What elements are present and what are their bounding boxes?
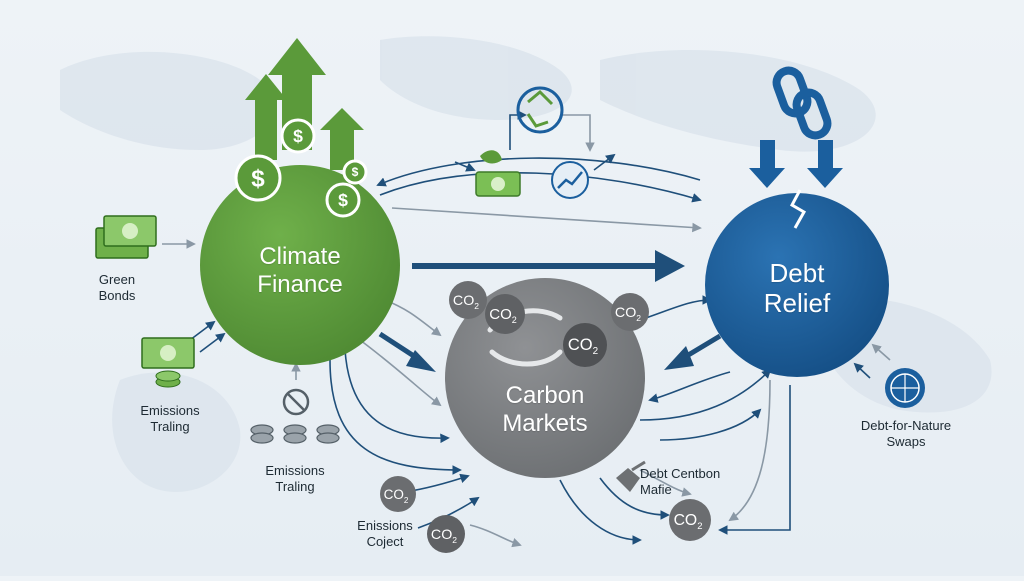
debt-for-nature-line1: Debt-for-Nature [860, 418, 952, 433]
climate-finance-line1: Climate [259, 243, 341, 270]
dollar-sign: $ [352, 165, 359, 179]
carbon-markets-label: Carbon Markets [490, 382, 600, 438]
debt-relief-hub [705, 193, 889, 377]
carbon-markets-line2: Markets [502, 410, 588, 437]
co2-bubble-icon [427, 515, 465, 553]
connector-arrow [728, 379, 771, 522]
coin-stacks-icon [250, 424, 340, 444]
dollar-coin-icon [234, 154, 282, 202]
connector-arrow [376, 157, 701, 187]
climate-finance-label: Climate Finance [250, 243, 350, 299]
debt-centon-line1: Debt Centbon [640, 466, 721, 481]
recycle-icon [516, 86, 564, 134]
emissions-trading-bottom-line2: Traling [275, 479, 315, 494]
connector-arrow [329, 359, 462, 475]
connector-arrow [359, 339, 442, 407]
debt-centon-label: Debt Centbon Mafie [640, 466, 750, 498]
co2-bubble-icon [485, 294, 525, 334]
main-flow-arrows [378, 250, 722, 372]
dollar-coins: $ $ $ $ [234, 118, 368, 218]
growth-arrows-icon [245, 38, 364, 170]
connector-arrow [344, 349, 450, 444]
connector-arrow [509, 110, 527, 150]
debt-centon-line2: Mafie [640, 482, 672, 497]
co2-text: CO2 [384, 487, 409, 505]
connector-arrow [871, 343, 891, 361]
connector-arrow [659, 408, 762, 441]
connector-arrow [718, 385, 791, 535]
green-bonds-line1: Green [98, 272, 136, 287]
emissions-trading-left-label: Emissions Traling [125, 403, 215, 435]
emissions-trading-bottom-label: Emissions Traling [250, 463, 340, 495]
connector-arrow [469, 524, 522, 548]
green-bonds-label: Green Bonds [82, 272, 152, 304]
co2-bubble-icon [611, 293, 649, 331]
carbon-markets-line1: Carbon [505, 382, 585, 409]
main-arrow-head [655, 250, 685, 282]
connector-arrows [162, 110, 891, 548]
connector-arrow [391, 207, 702, 233]
graph-growth-icon [551, 161, 589, 199]
dollar-coin-icon [342, 159, 368, 185]
co2-text: CO2 [674, 512, 703, 532]
emissions-coject-line1: Enissions [357, 518, 413, 533]
emissions-trading-bottom-line1: Emissions [265, 463, 325, 478]
dollar-coin-icon [280, 118, 316, 154]
connector-arrow [189, 320, 216, 341]
emissions-coject-line2: Coject [366, 534, 404, 549]
chain-link-icon [772, 66, 832, 140]
co2-text: CO2 [453, 293, 479, 311]
down-arrows-icon [749, 140, 843, 188]
connector-arrow [560, 114, 595, 152]
co2-text: CO2 [615, 305, 641, 323]
co2-bubble-icon [563, 323, 607, 367]
dollar-sign: $ [251, 165, 265, 192]
cash-bill-icon [141, 337, 195, 388]
arrow-to-carbon-head [406, 350, 436, 372]
connector-arrow [639, 295, 712, 321]
arrow-from-debt-head [664, 346, 694, 370]
debt-carbon-icon [616, 460, 646, 492]
co2-text: CO2 [568, 336, 598, 357]
emissions-trading-left-line2: Traling [150, 419, 190, 434]
connector-arrow [599, 477, 670, 520]
dollar-coin-icon [325, 182, 361, 218]
debt-for-nature-line2: Swaps [886, 434, 926, 449]
connector-arrow [593, 153, 616, 171]
globe-emblem-icon [885, 368, 925, 408]
debt-for-nature-label: Debt-for-Nature Swaps [846, 418, 966, 450]
debt-relief-line2: Relief [763, 288, 831, 318]
connector-arrow [384, 299, 442, 337]
connector-arrow [379, 172, 702, 203]
connector-arrow [648, 371, 731, 403]
co2-bubble-icon [449, 281, 487, 319]
co2-text: CO2 [431, 527, 457, 545]
co2-bubble-icon [380, 476, 416, 512]
climate-finance-line2: Finance [257, 271, 343, 298]
connector-arrow [853, 362, 871, 379]
connector-arrow [454, 161, 476, 172]
emissions-coject-label: Enissions Coject [345, 518, 425, 550]
green-bonds-line2: Bonds [98, 288, 136, 303]
co2-text: CO2 [489, 306, 517, 325]
no-sign-icon [282, 388, 310, 416]
debt-relief-label: Debt Relief [747, 258, 847, 318]
co2-bubble-icon [669, 499, 711, 541]
connector-arrow [639, 469, 692, 497]
connector-arrow [639, 368, 772, 421]
debt-relief-line1: Debt [769, 258, 825, 288]
emissions-trading-left-line1: Emissions [140, 403, 200, 418]
crack-icon [789, 189, 807, 229]
leaf-cash-icon [475, 150, 521, 197]
dollar-sign: $ [293, 126, 303, 146]
connector-arrow [417, 496, 480, 529]
cash-stack-icon [95, 215, 157, 259]
dollar-sign: $ [338, 190, 348, 210]
connector-arrow [559, 479, 642, 545]
connector-arrow [199, 332, 226, 353]
